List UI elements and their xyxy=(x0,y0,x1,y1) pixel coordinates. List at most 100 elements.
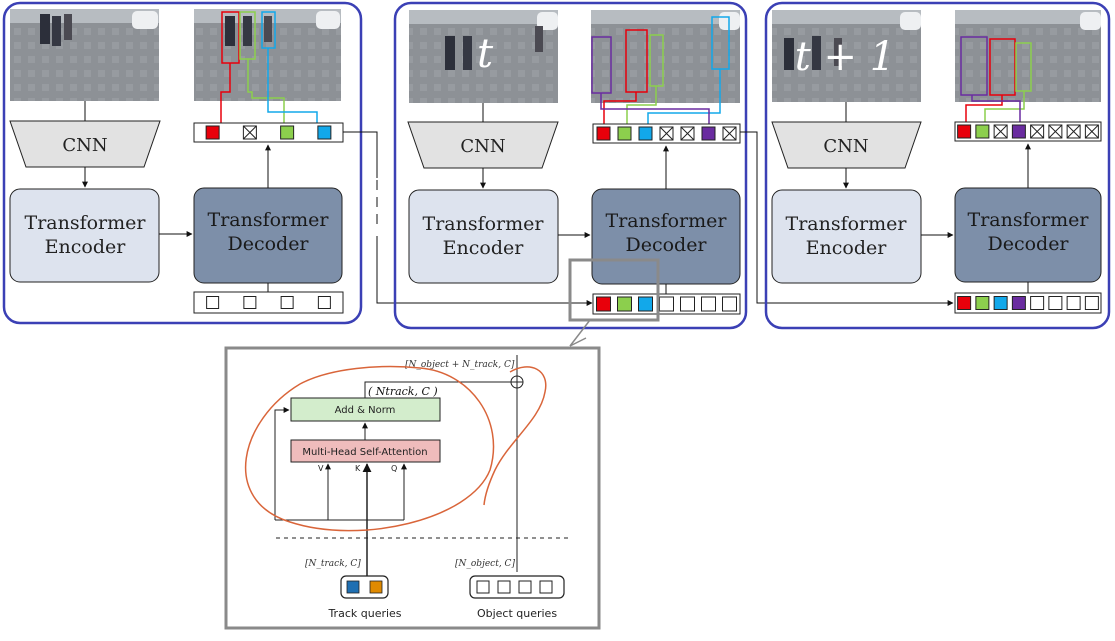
frame-0-input-queries xyxy=(193,291,344,314)
add-norm-block: Add & Norm xyxy=(290,397,441,422)
frame-1-decoder: Transformer Decoder xyxy=(591,188,741,285)
decoder-label-line2: Decoder xyxy=(625,234,707,256)
query-slot-green xyxy=(617,296,632,312)
query-slot-x-mark xyxy=(680,126,695,141)
query-slot-empty xyxy=(701,296,716,312)
object-queries-group xyxy=(469,575,565,599)
zoom-pointer xyxy=(569,319,591,347)
frame-1-encoder: Transformer Encoder xyxy=(408,189,559,284)
query-row-frame xyxy=(954,292,1102,314)
query-slot-empty xyxy=(722,296,737,312)
query-slot-empty xyxy=(1084,296,1099,310)
query-slot-purple xyxy=(1011,296,1026,310)
frame-1-output-queries xyxy=(592,123,741,144)
query-slot-red xyxy=(957,296,972,310)
frame-0-cnn: CNN xyxy=(9,120,161,168)
query-slot-x-mark xyxy=(243,125,257,140)
query-slot-empty xyxy=(317,296,331,309)
decoder-label-line2: Decoder xyxy=(227,233,309,255)
frame-2-input-image: t + 1 xyxy=(772,10,921,102)
query-slot-red xyxy=(596,296,611,312)
query-slot-blue xyxy=(638,296,653,312)
frame-2-cnn: CNN xyxy=(771,121,922,169)
object-queries-label: Object queries xyxy=(477,607,557,620)
track-queries-label: Track queries xyxy=(327,607,401,620)
encoder-label-line2: Encoder xyxy=(45,236,127,258)
frame-1-input-image: t xyxy=(409,10,558,103)
mhsa-block: Multi-Head Self-Attention xyxy=(290,439,441,463)
query-slot-red xyxy=(205,125,220,140)
query-slot-empty xyxy=(243,296,257,309)
encoder-label-line1: Transformer xyxy=(786,213,908,235)
query-slot-red xyxy=(957,124,972,139)
encoder-label-line2: Encoder xyxy=(443,237,525,259)
frame-2-encoder: Transformer Encoder xyxy=(771,189,922,284)
query-slot-empty xyxy=(280,296,294,309)
frame-2: t + 1 CNN Transformer Encoder Transforme… xyxy=(764,1,1111,330)
query-slot-green xyxy=(975,296,990,310)
v-label: V xyxy=(318,464,324,473)
query-slot-empty xyxy=(680,296,695,312)
encoder-label-line1: Transformer xyxy=(25,212,147,234)
annotation-ellipse xyxy=(244,365,495,532)
frame-2-output-queries xyxy=(954,121,1102,142)
frame-0: CNN Transformer Encoder Transformer Deco… xyxy=(2,1,363,325)
detail-panel: [N_object + N_track, C] ( Ntrack, C ) Ad… xyxy=(224,346,601,630)
zoom-highlight-box xyxy=(568,258,660,322)
mhsa-label: Multi-Head Self-Attention xyxy=(302,447,427,458)
frame-0-encoder: Transformer Encoder xyxy=(9,188,160,283)
query-slot-x-mark xyxy=(993,124,1008,139)
add-norm-label: Add & Norm xyxy=(335,405,396,416)
annotation-stroke xyxy=(483,366,547,506)
track-shape-label: [N_track, C] xyxy=(305,559,361,569)
frame-2-input-queries xyxy=(954,292,1102,314)
query-slot-green xyxy=(975,124,990,139)
track-query-orange xyxy=(369,580,383,594)
decoder-label-line1: Transformer xyxy=(208,209,330,231)
frame-1-cnn: CNN xyxy=(407,121,559,169)
query-slot-empty xyxy=(206,296,220,309)
frame-0-detection-image xyxy=(194,9,341,101)
cnn-label: CNN xyxy=(823,136,868,157)
frame-2-decoder: Transformer Decoder xyxy=(954,187,1102,283)
decoder-label-line1: Transformer xyxy=(968,209,1090,231)
query-slot-purple xyxy=(1011,124,1026,139)
query-slot-blue xyxy=(638,126,653,141)
track-query-blue xyxy=(346,580,360,594)
decoder-label-line1: Transformer xyxy=(606,210,728,232)
query-slot-x-mark xyxy=(722,126,737,141)
query-slot-red xyxy=(596,126,611,141)
query-slot-x-mark xyxy=(1066,124,1081,139)
cnn-label: CNN xyxy=(62,135,107,156)
frame-2-detection-image xyxy=(955,10,1101,102)
cnn-label: CNN xyxy=(460,136,505,157)
frame-0-decoder: Transformer Decoder xyxy=(193,187,343,284)
query-slot-empty xyxy=(1048,296,1063,310)
encoder-label-line2: Encoder xyxy=(806,237,888,259)
query-slot-x-mark xyxy=(1030,124,1044,139)
encoder-label-line1: Transformer xyxy=(423,213,545,235)
frame-0-border xyxy=(2,1,363,325)
query-slot-empty xyxy=(1030,296,1045,310)
query-slot-blue xyxy=(993,296,1008,310)
query-row-frame xyxy=(954,121,1102,142)
query-row-frame xyxy=(193,291,344,314)
frame-0-input-image xyxy=(10,9,159,101)
frame-0-output-queries xyxy=(193,122,344,143)
time-label: t + 1 xyxy=(795,34,895,80)
frame-1-input-queries xyxy=(592,293,741,315)
query-slot-green xyxy=(280,125,295,140)
query-slot-green xyxy=(617,126,632,141)
query-slot-x-mark xyxy=(659,126,674,141)
query-slot-empty xyxy=(1066,296,1081,310)
query-slot-blue xyxy=(317,125,332,140)
frame-2-border xyxy=(764,1,1111,330)
decoder-label-line2: Decoder xyxy=(987,233,1069,255)
detection-box-purple xyxy=(960,36,988,96)
query-slot-purple xyxy=(701,126,716,141)
frame-1-detection-image xyxy=(591,10,740,103)
concat-shape-label: [N_object + N_track, C] xyxy=(405,360,515,370)
query-slot-empty xyxy=(659,296,674,312)
q-label: Q xyxy=(391,464,397,473)
query-slot-x-mark xyxy=(1048,124,1063,139)
